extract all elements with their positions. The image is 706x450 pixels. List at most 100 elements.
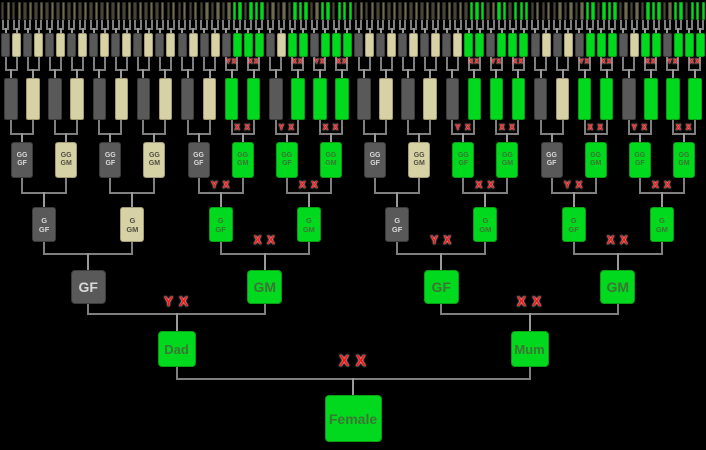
child-connector-stem	[21, 133, 24, 142]
child-connector-stem	[329, 133, 332, 142]
ancestor-box	[398, 2, 402, 20]
ancestor-box	[56, 2, 60, 20]
ancestor-box	[525, 2, 529, 20]
ancestor-box	[304, 2, 308, 20]
child-connector-stem	[92, 28, 95, 33]
child-connector-stem	[534, 28, 537, 33]
x-transmission-label: X X	[253, 233, 276, 247]
ancestor-box	[166, 33, 176, 57]
ancestor-box	[651, 2, 656, 20]
ancestor-box	[624, 2, 628, 20]
ancestor-box	[690, 2, 694, 20]
ancestor-box-label: G	[41, 215, 48, 225]
ancestor-box	[530, 33, 540, 57]
child-connector-stem	[125, 28, 128, 33]
ancestor-box-label: GG	[590, 151, 602, 159]
ancestor-box-label: GG	[60, 151, 72, 159]
ancestor-box	[577, 78, 592, 120]
child-connector-stem	[230, 69, 233, 78]
ancestor-box	[45, 33, 55, 57]
child-connector-stem	[214, 28, 217, 33]
ancestor-box	[287, 33, 297, 57]
ancestor-box	[662, 33, 672, 57]
child-connector-stem	[429, 69, 432, 78]
ancestor-box	[348, 2, 352, 20]
x-transmission-label: Y X	[455, 121, 472, 132]
ancestor-box	[1, 2, 5, 20]
ancestor-box	[533, 78, 548, 120]
ancestor-box	[370, 2, 374, 20]
ancestor-box	[596, 2, 601, 20]
ancestor-box	[502, 2, 507, 20]
ancestor-box	[122, 33, 132, 57]
ancestor-box-label: GM	[60, 160, 72, 167]
child-connector-stem	[158, 28, 161, 33]
x-transmission-label: XX	[601, 58, 613, 65]
child-connector-stem	[682, 133, 685, 142]
child-connector-stem	[10, 69, 13, 78]
ancestor-box	[282, 2, 286, 20]
ancestor-box	[133, 33, 143, 57]
x-transmission-label: XX	[336, 58, 348, 65]
ancestor-box-label: GG	[281, 151, 293, 159]
x-transmission-label: X X	[606, 233, 629, 247]
ancestor-box	[67, 2, 71, 20]
ancestor-box	[276, 33, 286, 57]
ancestor-box	[414, 2, 419, 20]
ancestor-box-label: GG	[413, 151, 425, 159]
ancestor-box	[155, 33, 165, 57]
ancestor-box	[210, 2, 215, 20]
ancestor-box	[26, 78, 40, 120]
child-connector-stem	[396, 192, 399, 207]
ancestor-box	[354, 33, 364, 57]
child-connector-stem	[114, 28, 117, 33]
ancestor-box	[254, 33, 264, 57]
ancestor-box	[530, 2, 534, 20]
ancestor-box-label: GM	[237, 160, 249, 167]
ancestor-box-label: GG	[634, 151, 646, 159]
ancestor-box	[309, 2, 314, 20]
child-connector-stem	[37, 28, 40, 33]
ancestor-box-label: GM	[501, 160, 514, 167]
x-transmission-label: XX	[292, 58, 304, 65]
ancestor-box	[607, 33, 617, 57]
child-connector-stem	[379, 28, 382, 33]
ancestor-box	[246, 78, 261, 120]
ancestor-box	[379, 78, 393, 120]
ancestor-box	[249, 2, 253, 20]
ancestor-box-label: GM	[126, 224, 139, 234]
child-connector-stem	[54, 69, 57, 78]
ancestor-box-label: GF	[458, 160, 469, 167]
ancestor-box	[172, 2, 176, 20]
child-connector-stem	[556, 28, 559, 33]
ancestor-box	[127, 2, 132, 20]
ancestor-box	[23, 2, 27, 20]
ancestor-box	[89, 2, 93, 20]
ancestor-box	[668, 2, 672, 20]
ancestor-box	[271, 2, 275, 20]
ancestor-box	[34, 2, 38, 20]
ancestor-box	[569, 2, 573, 20]
ancestor-box	[508, 2, 512, 20]
child-connector-stem	[660, 192, 663, 207]
ancestor-box	[442, 2, 446, 20]
child-connector-stem	[147, 28, 150, 33]
ancestor-box-label: GM	[413, 160, 425, 167]
ancestor-box	[555, 78, 570, 120]
child-connector-stem	[219, 192, 222, 207]
ancestor-box	[331, 33, 341, 57]
ancestor-box	[227, 2, 231, 20]
ancestor-box	[480, 2, 485, 20]
child-connector-stem	[65, 133, 68, 142]
ancestor-box	[232, 2, 237, 20]
child-connector-stem	[87, 253, 90, 270]
ancestor-box	[574, 2, 579, 20]
child-connector-stem	[489, 28, 492, 33]
child-connector-stem	[633, 28, 636, 33]
ancestor-box	[342, 33, 352, 57]
